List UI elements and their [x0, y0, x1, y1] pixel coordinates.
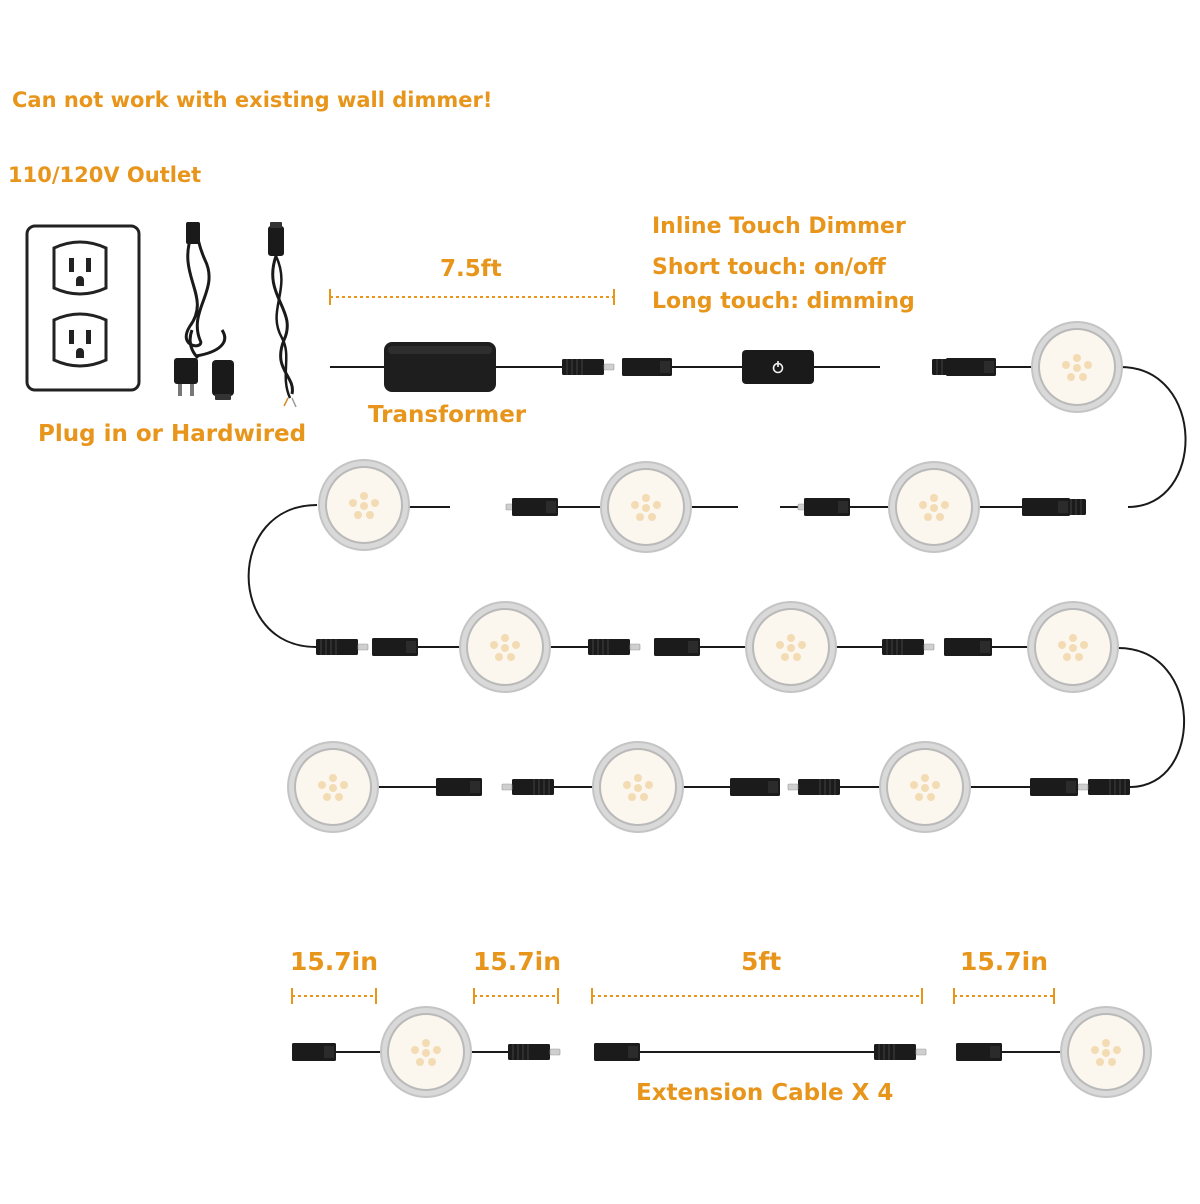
inline-touch-dimmer: [742, 350, 814, 384]
hardwire-power-cord: [268, 222, 297, 408]
left-lead-length: 15.7in: [290, 947, 379, 976]
dc-jack-connector: [622, 358, 672, 376]
cable-loop: [1119, 366, 1187, 508]
transformer-label: Transformer: [368, 402, 527, 428]
dc-plug-connector: [588, 639, 641, 655]
puck-light: [318, 459, 410, 551]
cable-loop: [247, 504, 318, 648]
outlet-label: 110/120V Outlet: [8, 163, 202, 187]
wall-outlet: [25, 224, 141, 392]
dc-jack-connector: [654, 638, 700, 656]
dimmer-long-touch: Long touch: dimming: [652, 289, 915, 314]
dc-plug-connector: [562, 359, 615, 375]
puck-light: [380, 1006, 472, 1098]
dimension-lines: [291, 289, 1055, 1004]
connectors: [292, 358, 1130, 1061]
puck-light: [888, 461, 980, 553]
dc-jack-connector: [292, 1043, 336, 1061]
extension-cable-length: 5ft: [741, 947, 782, 976]
dc-jack-connector: [1022, 498, 1070, 516]
puck-light: [745, 601, 837, 693]
dc-jack-connector: [944, 638, 992, 656]
puck-light: [592, 741, 684, 833]
dc-jack-connector: [594, 1043, 640, 1061]
puck-lights: [287, 321, 1152, 1098]
receptacle: [52, 312, 108, 368]
puck-light: [287, 741, 379, 833]
wall-dimmer-warning: Can not work with existing wall dimmer!: [12, 88, 493, 112]
dc-plug-connector: [316, 639, 369, 655]
plug-label: Plug in or Hardwired: [38, 421, 307, 447]
dc-plug-connector: [501, 779, 554, 795]
single-lead-length: 15.7in: [960, 947, 1049, 976]
right-lead-length: 15.7in: [473, 947, 562, 976]
dc-jack-connector: [804, 498, 850, 516]
extension-cable-label: Extension Cable X 4: [636, 1080, 894, 1106]
dimmer-short-touch: Short touch: on/off: [652, 255, 886, 280]
dc-jack-connector: [1030, 778, 1078, 796]
puck-light: [600, 461, 692, 553]
puck-light: [879, 741, 971, 833]
dc-jack-connector: [730, 778, 780, 796]
dc-jack-connector: [436, 778, 482, 796]
dc-plug-connector: [882, 639, 935, 655]
dc-plug-connector: [874, 1044, 927, 1060]
receptacle: [52, 240, 108, 296]
dc-jack-connector: [372, 638, 418, 656]
dimmer-title: Inline Touch Dimmer: [652, 214, 906, 239]
puck-light: [1031, 321, 1123, 413]
transformer: [384, 342, 496, 392]
puck-light: [1060, 1006, 1152, 1098]
cable-loop: [1117, 647, 1185, 788]
dc-jack-connector: [946, 358, 996, 376]
transformer-cable-length: 7.5ft: [440, 256, 502, 282]
dc-jack-connector: [956, 1043, 1002, 1061]
dc-plug-connector: [508, 1044, 561, 1060]
dc-plug-connector: [1077, 779, 1130, 795]
plug-in-power-cord: [174, 222, 234, 400]
puck-light: [1027, 601, 1119, 693]
puck-light: [459, 601, 551, 693]
dc-jack-connector: [512, 498, 558, 516]
dc-plug-connector: [787, 779, 840, 795]
